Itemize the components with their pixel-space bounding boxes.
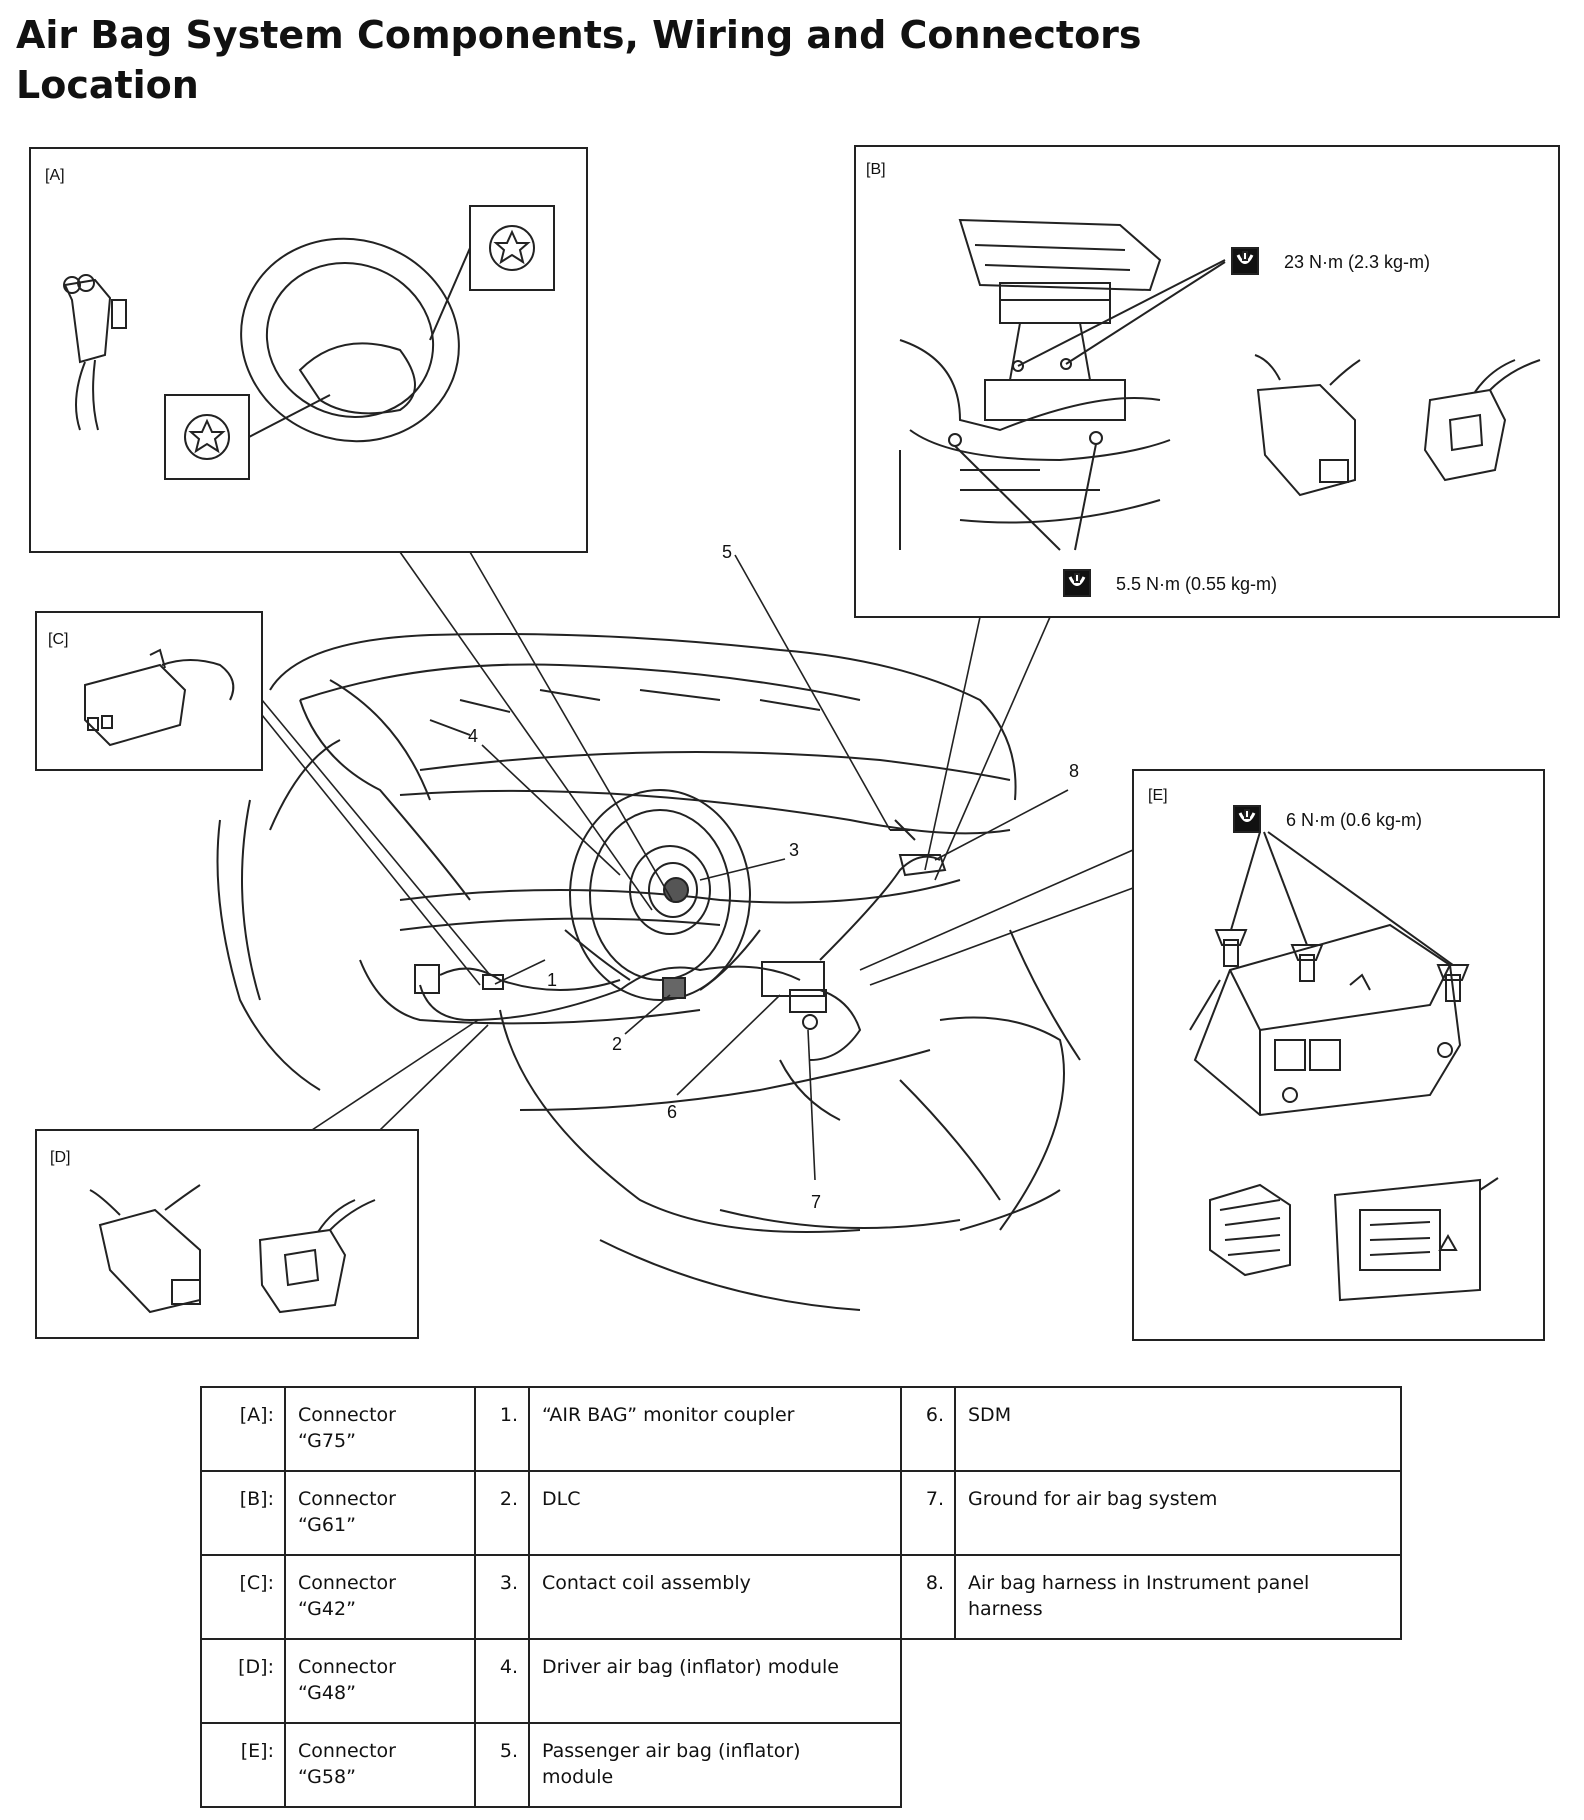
component-number: 3.: [474, 1554, 530, 1640]
component-number: 4.: [474, 1638, 530, 1724]
component-label: “AIR BAG” monitor coupler: [528, 1386, 902, 1472]
component-label: SDM: [954, 1386, 1402, 1472]
callout-8: 8: [1069, 761, 1079, 781]
callout-3: 3: [789, 840, 799, 860]
component-number: 8.: [900, 1554, 956, 1640]
empty-cell: [901, 1639, 955, 1723]
panel-b: [854, 145, 1560, 618]
connector-key: [B]:: [200, 1470, 286, 1556]
callout-2: 2: [612, 1034, 622, 1054]
panel-c-label: [C]: [48, 631, 68, 648]
component-label: DLC: [528, 1470, 902, 1556]
component-label: Ground for air bag system: [954, 1470, 1402, 1556]
callout-5: 5: [722, 542, 732, 562]
panel-d-label: [D]: [50, 1149, 70, 1166]
empty-cell: [955, 1639, 1401, 1723]
connector-label: Connector “G75”: [284, 1386, 476, 1472]
torque-b-upper: 23 N·m (2.3 kg-m): [1284, 252, 1430, 272]
callout-6: 6: [667, 1102, 677, 1122]
callout-7: 7: [811, 1192, 821, 1212]
component-label: Driver air bag (inflator) module: [528, 1638, 902, 1724]
connector-key: [D]:: [200, 1638, 286, 1724]
torque-e: 6 N·m (0.6 kg-m): [1286, 810, 1422, 830]
component-number: 5.: [474, 1722, 530, 1808]
connector-label: Connector “G42”: [284, 1554, 476, 1640]
panel-a-label: [A]: [45, 167, 65, 184]
connector-key: [A]:: [200, 1386, 286, 1472]
component-label: Contact coil assembly: [528, 1554, 902, 1640]
table-row: [B]: Connector “G61” 2. DLC 7. Ground fo…: [200, 1470, 1402, 1556]
component-number: 2.: [474, 1470, 530, 1556]
page-title-line1: Air Bag System Components, Wiring and Co…: [16, 13, 1142, 57]
torque-b-lower: 5.5 N·m (0.55 kg-m): [1116, 574, 1277, 594]
airbag-location-diagram: [A] [B] 2 3: [29, 145, 1560, 1341]
component-number: 6.: [900, 1386, 956, 1472]
connector-key: [E]:: [200, 1722, 286, 1808]
component-number: 1.: [474, 1386, 530, 1472]
connector-label: Connector “G58”: [284, 1722, 476, 1808]
callout-4: 4: [468, 726, 478, 746]
panel-c: [35, 611, 263, 771]
connector-label: Connector “G48”: [284, 1638, 476, 1724]
panel-d: [35, 1129, 419, 1339]
table-row: [E]: Connector “G58” 5. Passenger air ba…: [200, 1722, 1401, 1808]
table-row: [A]: Connector “G75” 1. “AIR BAG” monito…: [200, 1386, 1402, 1472]
table-row: [C]: Connector “G42” 3. Contact coil ass…: [200, 1554, 1402, 1640]
empty-cell: [901, 1723, 955, 1807]
table-row: [D]: Connector “G48” 4. Driver air bag (…: [200, 1638, 1401, 1724]
page-title: Air Bag System Components, Wiring and Co…: [16, 10, 1142, 110]
panel-b-label: [B]: [866, 161, 886, 178]
panel-e-label: [E]: [1148, 787, 1168, 804]
panel-a: [29, 147, 588, 553]
empty-cell: [955, 1723, 1401, 1807]
page-title-line2: Location: [16, 63, 199, 107]
torque-wrench-icon: [1232, 804, 1262, 834]
component-label: Passenger air bag (inflator) module: [528, 1722, 902, 1808]
connector-key: [C]:: [200, 1554, 286, 1640]
component-label: Air bag harness in Instrument panel harn…: [954, 1554, 1402, 1640]
connector-label: Connector “G61”: [284, 1470, 476, 1556]
callout-1: 1: [547, 970, 557, 990]
panel-leader-lines: [261, 551, 1134, 1181]
component-number: 7.: [900, 1470, 956, 1556]
panel-e: [1132, 769, 1545, 1341]
torque-wrench-icon: [1230, 246, 1260, 276]
legend-table: [A]: Connector “G75” 1. “AIR BAG” monito…: [200, 1386, 1402, 1808]
torque-wrench-icon: [1062, 568, 1092, 598]
dashboard-illustration: [216, 633, 1081, 1311]
